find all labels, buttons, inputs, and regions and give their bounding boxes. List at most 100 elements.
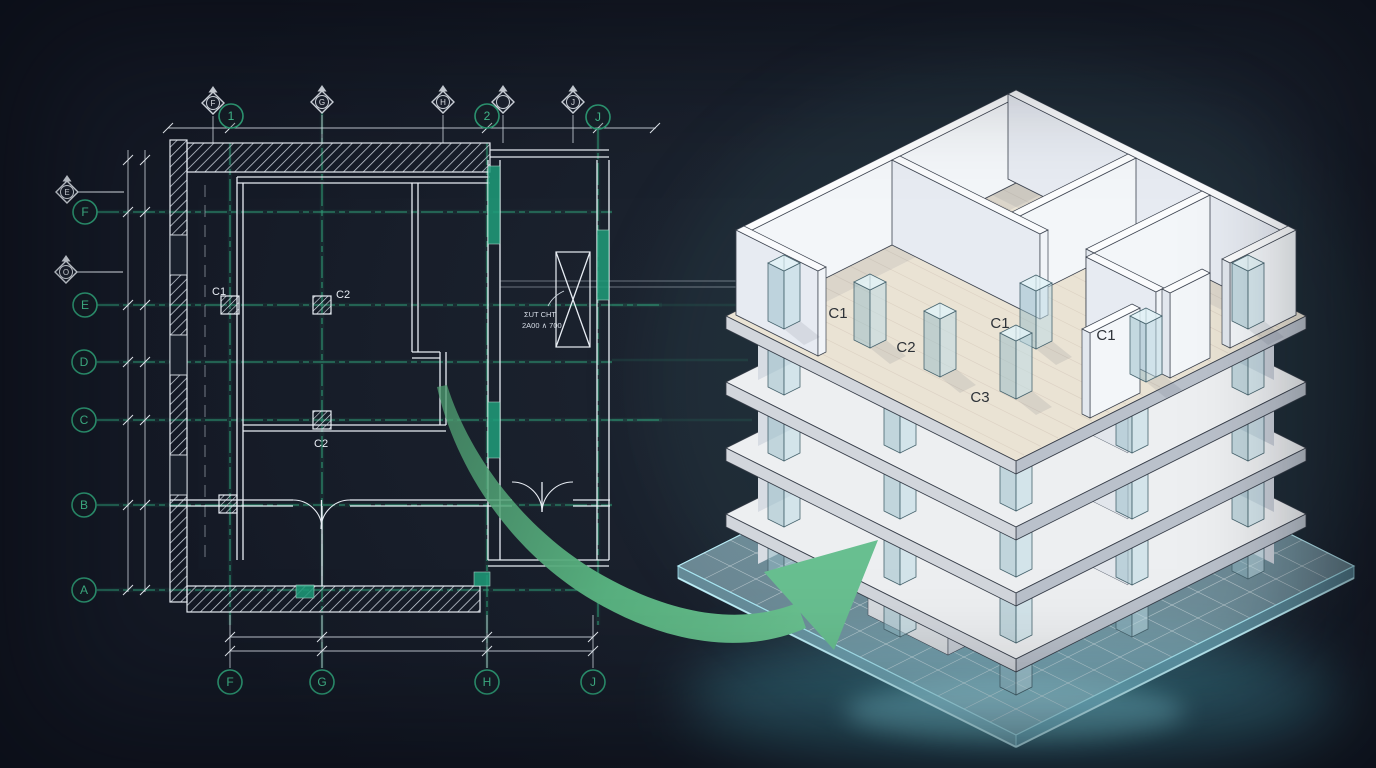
wall-cap [1161,288,1171,379]
arrow-head [764,540,878,650]
grid-bubble-label: B [80,498,88,512]
grid-bubble [474,669,500,695]
dimension-tick [139,584,151,596]
section-marker-label: G [319,98,325,107]
grid-bubble [71,577,97,603]
isometric-building [676,89,1356,748]
wall-cap [1081,328,1091,419]
hatched-wall [186,142,491,173]
glass-column-top [1231,254,1265,272]
section-marker-flag [208,86,218,93]
dimension-lines [122,115,661,668]
glass-column-top [999,324,1033,342]
dimension-tick [122,206,134,218]
grid-bubble-label: F [81,205,88,219]
grid-bubble-label: J [590,675,596,689]
section-marker [561,90,585,114]
section-marker-label: J [571,98,575,107]
section-marker [54,260,78,284]
dimension-tick [139,499,151,511]
slab-edge-left [725,315,1017,475]
slab-edge-left [725,381,1017,541]
glass-column [1129,315,1147,383]
dimension-tick [139,356,151,368]
section-marker-label: O [63,268,69,277]
glass-column-top [767,254,801,272]
teal-wall-segment [473,571,491,587]
teal-wall-segment [487,401,501,459]
transform-arrow [437,385,878,650]
wood-grain [839,260,1127,405]
annotation-line1: ΣUT CHT [524,310,556,319]
plan-columns [218,165,610,599]
door-swing [541,481,574,513]
plan-column [312,410,332,430]
dimension-tick [122,414,134,426]
section-marker [55,180,79,204]
grid-bubble-label: E [81,298,89,312]
column-shadow [1146,374,1182,398]
wall-cap [817,266,827,357]
dimension-tick [122,584,134,596]
plan-column [312,295,332,315]
plan-column-label: C1 [212,286,226,298]
glass-column-top [1129,307,1163,325]
column-shadow [784,321,820,345]
dimension-tick [122,299,134,311]
grid-bubble [309,669,335,695]
plan-column [220,295,240,315]
plan-annotation: ΣUT CHT 2A00 ∧ 700 [522,290,565,330]
building-column-label: C1 [990,315,1009,332]
glass-column [767,262,785,330]
dimension-tick [592,122,604,134]
building-column-label: C1 [1096,327,1115,344]
glass-column [999,332,1017,400]
glass-column [1015,332,1033,400]
shaft-symbol [555,251,591,348]
grid-bubble [71,407,97,433]
teal-wall-segment [596,229,610,301]
building-column-label: C3 [970,389,989,406]
slab-edge-left [725,513,1017,673]
wall-cap [1221,258,1231,349]
building-column-label: C1 [828,305,847,322]
base-grid [989,552,1329,723]
dimension-tick [139,154,151,166]
grid-bubble [218,103,244,129]
glass-column-top [923,302,957,320]
grid-bubble-label: J [595,110,601,124]
dimension-tick [122,499,134,511]
section-marker-flag [62,175,72,182]
dimension-tick [122,154,134,166]
grid-bubble [72,199,98,225]
slab-edge-left [725,447,1017,607]
section-marker-flag [61,255,71,262]
dimension-tick [162,122,174,134]
section-marker-ring [59,265,73,279]
section-marker-flag [498,85,508,92]
section-marker-flag [568,85,578,92]
glass-column [939,310,957,378]
grid-bubble-label: H [483,675,492,689]
grid-bubble [580,669,606,695]
glass-column [923,310,941,378]
section-marker-ring [436,95,450,109]
teal-wall-segment [295,584,315,599]
grid-bubble [474,103,500,129]
section-marker-label: H [440,98,446,107]
grid-bubble-label: 1 [228,109,235,123]
grid-bubble [72,292,98,318]
dimension-tick [649,122,661,134]
grid-bubble-label: A [80,583,88,597]
base-rim [677,577,1017,748]
plan-column-label: C2 [336,289,350,301]
grid-bubble [585,104,611,130]
arrow-shaft [437,385,806,643]
hatched-wall [186,585,481,613]
window-symbol [169,334,188,376]
column-shadow [1016,391,1052,415]
column-shadow [1248,321,1284,345]
